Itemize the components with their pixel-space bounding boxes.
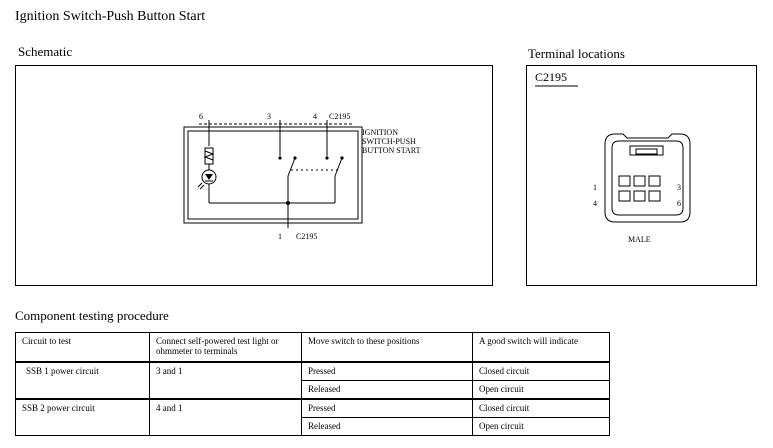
switch2-blade	[334, 157, 343, 177]
result-cell: Closed circuit	[472, 361, 610, 381]
component-label-line1: IGNITION	[362, 128, 398, 137]
result-cell: Closed circuit	[472, 398, 610, 418]
connector-gender-label: MALE	[628, 235, 651, 244]
component-inner-outline	[187, 130, 359, 220]
connector-outer-shell	[604, 133, 691, 223]
schem-pin4-label: 4	[313, 112, 317, 121]
position-cell: Released	[301, 380, 473, 400]
cavity-1	[618, 175, 631, 187]
procedure-table: Circuit to test Connect self-powered tes…	[15, 332, 610, 436]
cavity-3	[648, 175, 661, 187]
schematic-panel: 6 3 4 C2195 1 C2195 IGNITION SWITCH-PUSH…	[15, 65, 493, 286]
cavity-6	[648, 190, 661, 202]
schematic-diagram: 6 3 4 C2195 1 C2195 IGNITION SWITCH-PUSH…	[183, 112, 421, 241]
connector-inner-shell	[611, 140, 684, 216]
header-cell: Move switch to these positions	[301, 332, 473, 363]
terminals-cell: 3 and 1	[149, 361, 302, 400]
circuit-cell: SSB 1 power circuit	[15, 361, 150, 400]
component-outer-outline	[183, 126, 363, 224]
terminals-panel: C2195 1 4 3 6 MALE	[526, 65, 757, 286]
switch1-blade	[287, 157, 296, 177]
table-header-row: Circuit to test Connect self-powered tes…	[15, 332, 610, 363]
terminal-pin1-label: 1	[593, 183, 597, 192]
terminal-pin3-label: 3	[677, 183, 681, 192]
result-cell: Open circuit	[472, 417, 610, 436]
component-label-line2: SWITCH-PUSH	[362, 137, 416, 146]
table-row: SSB 1 power circuit 3 and 1 Pressed Clos…	[15, 361, 610, 400]
position-cell: Pressed	[301, 398, 473, 418]
terminal-pin6-label: 6	[677, 199, 681, 208]
procedure-heading: Component testing procedure	[15, 308, 169, 323]
header-cell: Circuit to test	[15, 332, 150, 363]
schem-pin6-label: 6	[199, 112, 203, 121]
schem-connector-bottom-label: C2195	[296, 232, 317, 241]
page-title: Ignition Switch-Push Button Start	[15, 9, 206, 24]
schem-connector-top-label: C2195	[329, 112, 350, 121]
header-cell: Connect self-powered test light or ohmme…	[149, 332, 302, 363]
table-row: Released Open circuit	[16, 380, 610, 400]
cavity-4	[618, 190, 631, 202]
terminals-cell: 4 and 1	[149, 398, 302, 436]
result-cell: Open circuit	[472, 380, 610, 400]
junction-dot	[286, 201, 290, 205]
schematic-heading: Schematic	[18, 44, 73, 59]
cavity-2	[633, 175, 646, 187]
header-cell: A good switch will indicate	[472, 332, 610, 363]
terminal-pin4-label: 4	[593, 199, 597, 208]
component-label-line3: BUTTON START	[362, 146, 421, 155]
position-cell: Released	[301, 417, 473, 436]
cavity-5	[633, 190, 646, 202]
position-cell: Pressed	[301, 361, 473, 381]
connector-face-diagram: C2195 1 4 3 6 MALE	[535, 70, 691, 244]
table-row: SSB 2 power circuit 4 and 1 Pressed Clos…	[15, 398, 610, 436]
connector-latch	[629, 145, 664, 156]
table-row: Released Open circuit	[16, 417, 610, 436]
terminals-heading: Terminal locations	[528, 46, 625, 61]
circuit-cell: SSB 2 power circuit	[15, 398, 150, 436]
schem-pin1-label: 1	[278, 232, 282, 241]
terminal-connector-label: C2195	[535, 70, 567, 84]
schem-pin3-label: 3	[267, 112, 271, 121]
